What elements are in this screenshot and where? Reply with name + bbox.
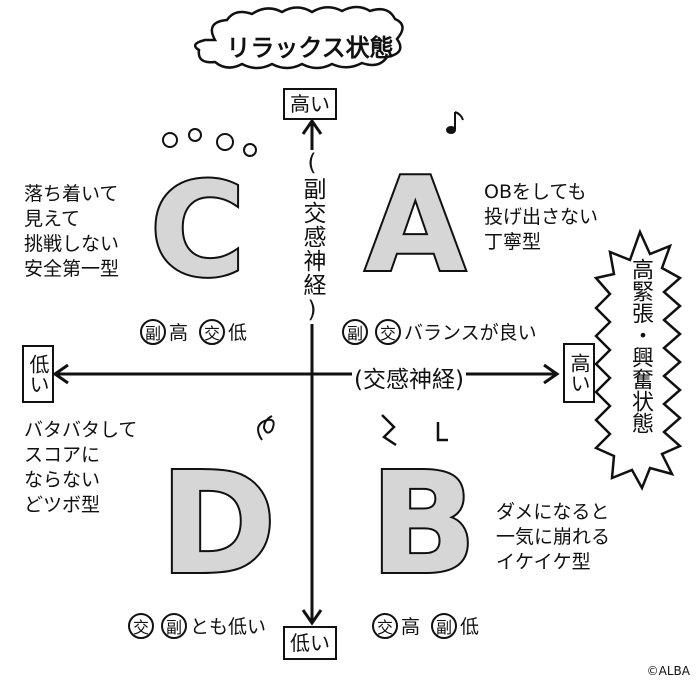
c-description: 落ち着いて 見えて 挑戦しない 安全第一型 xyxy=(24,183,120,280)
spiky-bubble xyxy=(593,228,683,491)
a-text-2: バランスが良い xyxy=(404,322,537,344)
bubble-icon xyxy=(216,133,234,151)
b-text-1: 高 xyxy=(401,616,421,638)
down-arrowhead xyxy=(301,609,323,626)
b-description: ダメになると 一気に崩れる イケイケ型 xyxy=(496,501,611,573)
right-state-label: 高緊張・興奮状態 xyxy=(628,258,653,434)
left-arrowhead xyxy=(52,363,69,385)
a-description: OBをしても 投げ出さない 丁寧型 xyxy=(484,181,599,253)
right-arrowhead xyxy=(543,363,560,385)
c-tag: 副高 交低 xyxy=(140,318,247,345)
vertical-low-label: 低い xyxy=(283,626,337,660)
letter-b-character: B xyxy=(368,443,479,606)
d-tag: 交 副とも低い xyxy=(128,612,266,639)
horizontal-low-label: 低い xyxy=(22,345,54,403)
c-text-2: 低 xyxy=(228,322,248,344)
dizzy-swirl-icon xyxy=(257,415,275,441)
c-circle-2: 交 xyxy=(199,318,226,345)
letter-a-character: A xyxy=(363,149,468,301)
bubble-icon xyxy=(162,132,178,148)
d-description: バタバタして スコアに ならない どツボ型 xyxy=(24,419,138,516)
b-tag: 交高 副低 xyxy=(372,612,479,639)
c-text-1: 高 xyxy=(169,322,189,344)
letter-d-character: D xyxy=(158,443,278,606)
d-circle-2: 副 xyxy=(161,612,187,639)
anger-lines-icon xyxy=(381,414,448,447)
b-text-2: 低 xyxy=(460,616,480,638)
bubble-icon xyxy=(243,143,257,157)
up-arrowhead xyxy=(301,118,323,135)
vertical-high-label: 高い xyxy=(283,88,337,120)
music-note-icon xyxy=(446,111,464,134)
d-text-2: とも低い xyxy=(190,616,267,638)
a-circle-2: 交 xyxy=(375,318,401,345)
copyright: ©ALBA xyxy=(646,664,690,678)
a-circle-1: 副 xyxy=(342,318,368,345)
letter-c-character: C xyxy=(148,154,247,306)
c-circle-1: 副 xyxy=(140,318,166,345)
vertical-axis-label: (副交感神経) xyxy=(298,150,326,324)
d-circle-1: 交 xyxy=(128,612,154,639)
horizontal-axis-label: (交感神経) xyxy=(352,360,466,394)
bubble-icon xyxy=(188,128,202,142)
title: リラックス状態 xyxy=(226,34,394,62)
b-circle-1: 交 xyxy=(372,612,398,639)
horizontal-high-label: 高い xyxy=(563,343,595,403)
b-circle-2: 副 xyxy=(431,612,458,639)
a-tag: 副 交バランスが良い xyxy=(342,318,537,345)
title-cloud xyxy=(193,5,404,70)
